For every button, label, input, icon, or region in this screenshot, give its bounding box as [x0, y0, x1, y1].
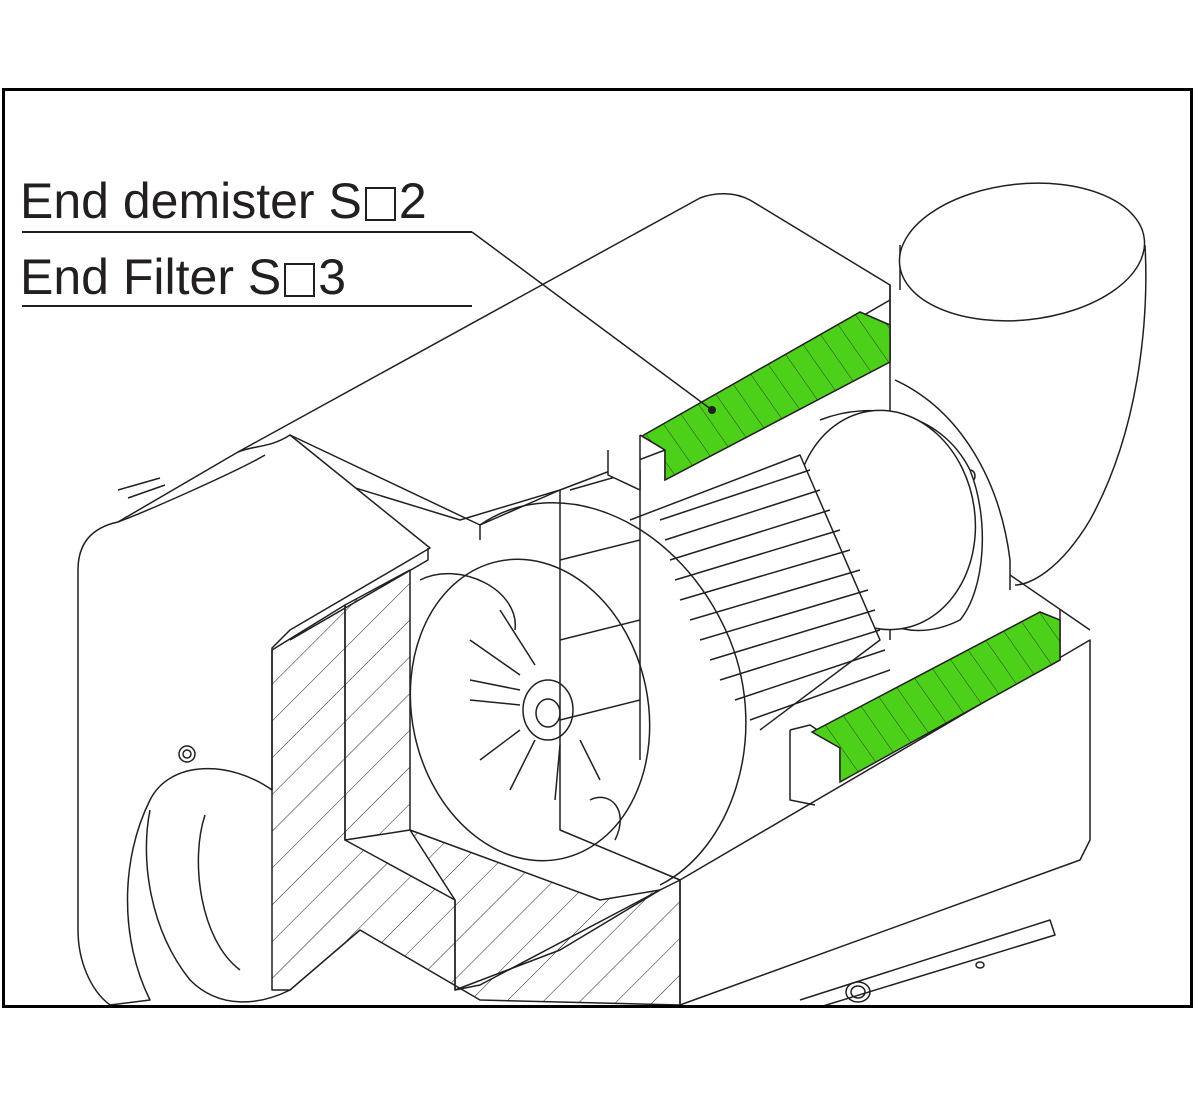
- end-demister-label-suffix: 2: [398, 173, 427, 229]
- end-demister-label: End demister S 2: [20, 176, 427, 226]
- end-filter-label-suffix: 3: [318, 249, 347, 305]
- end-filter-element: [810, 611, 1061, 784]
- inlet-ring: [145, 809, 291, 1003]
- impeller-cylinder: [629, 454, 891, 731]
- end-filter-label-prefix: End Filter S: [20, 249, 282, 305]
- front-impeller: [409, 558, 651, 862]
- leader-line: [471, 231, 716, 414]
- label-underline: [22, 305, 472, 307]
- end-demister-label-prefix: End demister S: [20, 173, 362, 229]
- end-demister-element: [640, 311, 891, 482]
- outlet-duct: [898, 182, 1147, 586]
- label-underline: [22, 231, 472, 233]
- placeholder-box-icon: [364, 187, 396, 221]
- end-filter-label: End Filter S 3: [20, 252, 346, 302]
- placeholder-box-icon: [284, 263, 316, 297]
- cut-casing-section: [271, 569, 681, 1005]
